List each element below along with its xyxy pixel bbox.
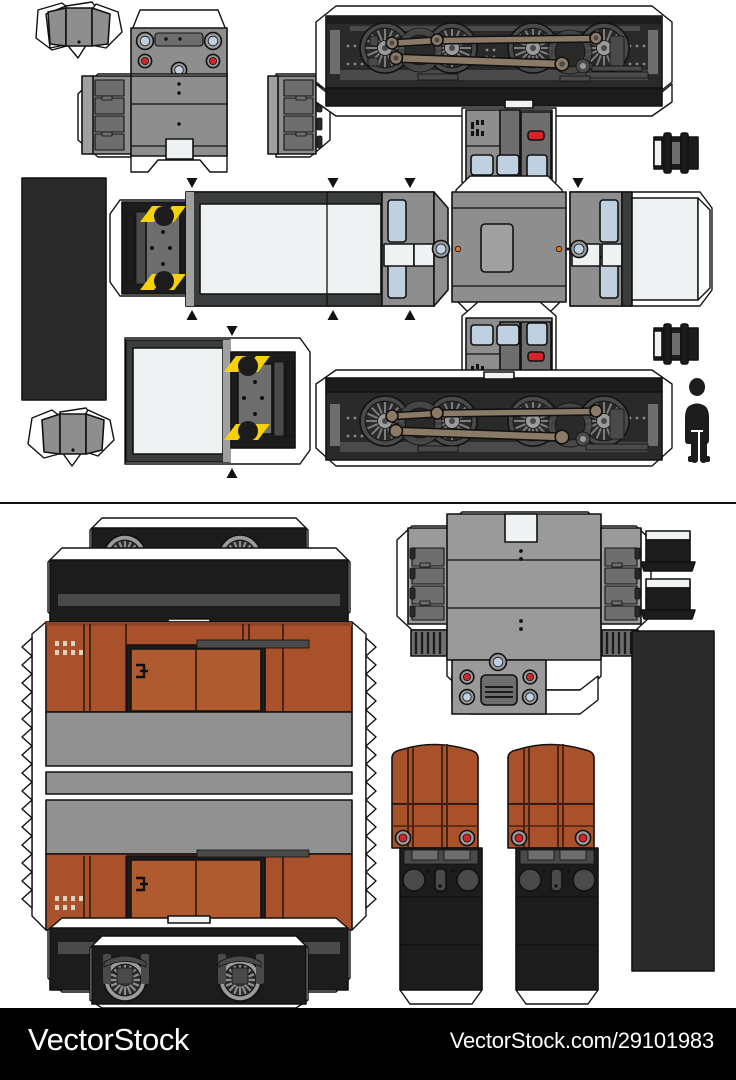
- locomotive-section: [21, 1, 713, 478]
- locomotive-chassis-bottom: [315, 369, 673, 467]
- boxcar-buffer-small-upper: [640, 530, 696, 572]
- buffer-piece-upper: [653, 132, 699, 174]
- buffer-beam-polygon-top-left: [35, 1, 123, 59]
- locomotive-hood-side-lower: [124, 326, 311, 478]
- vectorstock-url: VectorStock.com/29101983: [449, 1028, 714, 1053]
- locomotive-cab-body-middle: [451, 175, 570, 315]
- locomotive-cab-front-upper: [461, 99, 557, 197]
- locomotive-front-face: [130, 9, 228, 79]
- scale-figure-silhouette: [685, 378, 710, 463]
- locomotive-hood-side-upper: [109, 178, 451, 320]
- vectorstock-footer: VectorStock VectorStock.com/29101983: [0, 1008, 736, 1080]
- boxcar-underframe-top-band: [47, 547, 351, 627]
- buffer-beam-polygon-bottom-left: [27, 407, 115, 467]
- boxcar-end-wall-right: [507, 743, 599, 1005]
- locomotive-body-front-panel: [77, 73, 331, 173]
- vectorstock-brand: VectorStock: [28, 1022, 190, 1057]
- buffer-piece-lower: [653, 323, 699, 365]
- locomotive-chassis-top: [315, 5, 673, 117]
- boxcar-roof-underframe-panel: [396, 511, 652, 715]
- boxcar-underframe-black-strip: [631, 630, 715, 972]
- boxcar-buffer-small-lower: [640, 578, 696, 620]
- boxcar-body-wrap: [21, 621, 377, 932]
- boxcar-bogie-bottom: [89, 935, 309, 1009]
- locomotive-roof-black-rectangle: [21, 177, 107, 401]
- locomotive-hood-side-right: [569, 178, 713, 307]
- boxcar-section: [21, 511, 715, 1009]
- boxcar-end-wall-left: [391, 743, 483, 1005]
